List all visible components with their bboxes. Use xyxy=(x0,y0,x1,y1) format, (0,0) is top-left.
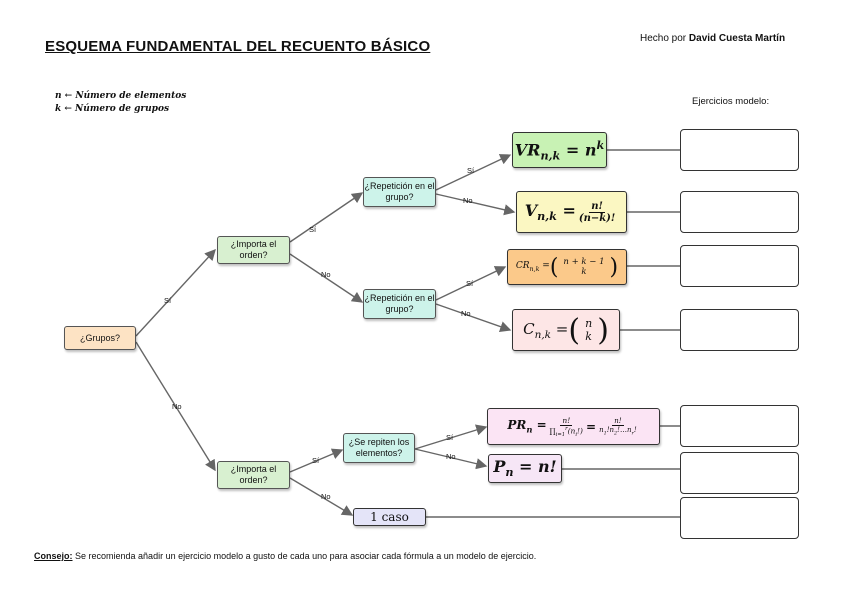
node-se-repiten: ¿Se repiten los elementos? xyxy=(343,433,415,463)
exercises-header: Ejercicios modelo: xyxy=(692,96,770,107)
page-title: ESQUEMA FUNDAMENTAL DEL RECUENTO BÁSICO xyxy=(45,38,431,55)
edge-orden1-no xyxy=(289,253,364,303)
exercise-box-v[interactable] xyxy=(680,191,799,233)
edge-grupos-si xyxy=(135,248,216,337)
author-name: David Cuesta Martín xyxy=(688,33,786,44)
exercise-box-uno[interactable] xyxy=(680,497,799,539)
edge-rep1-si xyxy=(435,154,512,191)
edge-rep3-si xyxy=(414,424,488,450)
edge-rep2-no xyxy=(435,303,512,333)
edge-label-no: No xyxy=(172,402,182,411)
edge-label-no: No xyxy=(321,270,331,279)
legend-k: k ← Número de grupos xyxy=(55,104,170,114)
formula-v: Vn,k = n!(n−k)! xyxy=(516,191,627,233)
edge-label-no: No xyxy=(463,196,473,205)
author-credit: Hecho por David Cuesta Martín xyxy=(640,33,785,44)
edge-label-si: Sí xyxy=(312,456,320,465)
edge-label-si: Sí xyxy=(164,296,172,305)
exercise-box-vr[interactable] xyxy=(680,129,799,171)
exercise-box-p[interactable] xyxy=(680,452,799,494)
formula-p: Pn = n! xyxy=(488,454,562,483)
exercise-box-c[interactable] xyxy=(680,309,799,351)
tip-label: Consejo: xyxy=(34,551,73,561)
edge-label-no: No xyxy=(321,492,331,501)
uno-caso-label: 1 caso xyxy=(370,510,409,524)
tip-text: Se recomienda añadir un ejercicio modelo… xyxy=(72,551,537,561)
node-repeticion-top: ¿Repetición en el grupo? xyxy=(363,177,436,207)
edge-label-no: No xyxy=(446,452,456,461)
formula-pr: PRn = n!∏i=1r(ni!) = n!n1!n2!…nr! xyxy=(487,408,660,445)
edge-rep3-no xyxy=(414,448,488,470)
edge-orden1-si xyxy=(289,192,364,243)
tip-footer: Consejo: Se recomienda añadir un ejercic… xyxy=(34,551,536,561)
edge-rep2-si xyxy=(435,266,507,301)
edge-label-si: Sí xyxy=(466,279,474,288)
edge-grupos-no xyxy=(135,341,216,472)
edge-rep1-no xyxy=(435,193,516,216)
edge-orden2-si xyxy=(289,448,344,473)
edge-label-no: No xyxy=(461,309,471,318)
edge-orden2-no xyxy=(289,477,354,516)
formula-vr: VRn,k = nk xyxy=(512,132,607,168)
edge-label-si: Sí xyxy=(309,225,317,234)
exercise-box-cr[interactable] xyxy=(680,245,799,287)
author-prefix: Hecho por xyxy=(640,33,687,44)
node-importa-orden-bottom: ¿Importa el orden? xyxy=(217,461,290,489)
exercise-box-pr[interactable] xyxy=(680,405,799,447)
node-importa-orden-top: ¿Importa el orden? xyxy=(217,236,290,264)
node-grupos: ¿Grupos? xyxy=(64,326,136,350)
formula-uno-caso: 1 caso xyxy=(353,508,426,526)
edge-label-si: Sí xyxy=(446,433,454,442)
legend-n: n ← Número de elementos xyxy=(55,91,187,101)
node-repeticion-mid: ¿Repetición en el grupo? xyxy=(363,289,436,319)
edge-label-si: Sí xyxy=(467,166,475,175)
